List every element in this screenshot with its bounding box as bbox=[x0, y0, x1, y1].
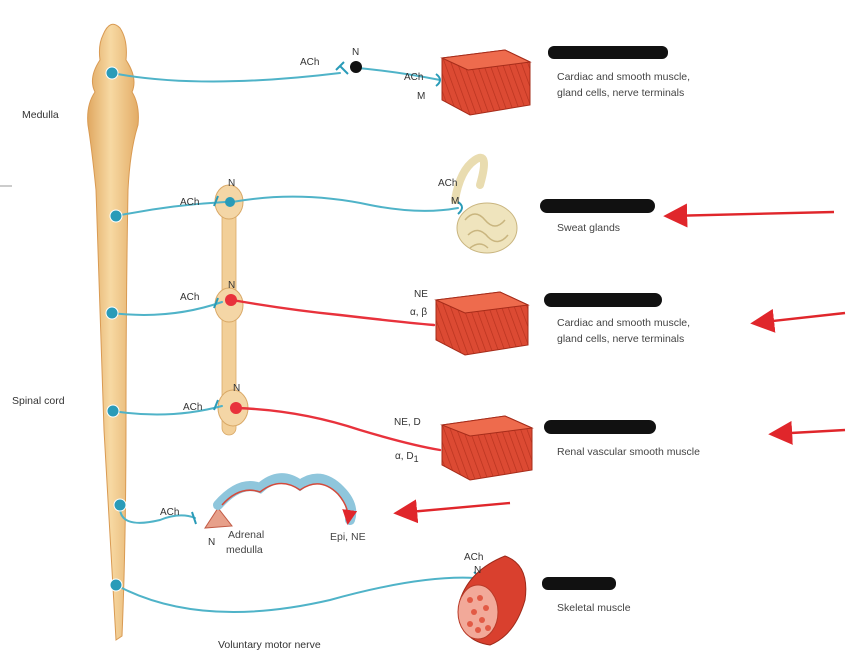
p5-organ-label-line1: Adrenal bbox=[228, 529, 264, 541]
p3-target-transmitter: NE bbox=[414, 289, 428, 300]
p3-ganglion-receptor: N bbox=[228, 280, 235, 291]
skeletal-muscle bbox=[457, 555, 527, 646]
p6-description: Skeletal muscle bbox=[557, 602, 631, 614]
p5-pre-transmitter: ACh bbox=[160, 507, 179, 518]
p1-pre-transmitter: ACh bbox=[300, 57, 319, 68]
p2-target-receptor: M bbox=[451, 196, 459, 207]
p4-ganglion-receptor: N bbox=[233, 383, 240, 394]
p4-description: Renal vascular smooth muscle bbox=[557, 446, 700, 458]
p1-target-receptor: M bbox=[417, 91, 425, 102]
ganglion-neurons bbox=[225, 61, 362, 414]
p5-organ-label-line2: medulla bbox=[226, 544, 263, 556]
spinal-cord bbox=[87, 23, 139, 641]
p1-description-line1: Cardiac and smooth muscle, bbox=[557, 71, 690, 83]
p3-description-line1: Cardiac and smooth muscle, bbox=[557, 317, 690, 329]
p4-pre-transmitter: ACh bbox=[183, 402, 202, 413]
spinal-cord-label: Spinal cord bbox=[12, 395, 65, 407]
p2-ganglion-receptor: N bbox=[228, 178, 235, 189]
p3-target-receptor: α, β bbox=[410, 307, 427, 318]
p5-release-label: Epi, NE bbox=[330, 531, 366, 543]
sympathetic-chain bbox=[214, 184, 249, 436]
p4-target-transmitter: NE, D bbox=[394, 417, 421, 428]
nerve-fibers bbox=[111, 67, 476, 613]
p4-target-receptor: α, D1 bbox=[395, 451, 419, 464]
p6-target-transmitter: ACh bbox=[464, 552, 483, 563]
p1-target-transmitter: ACh bbox=[404, 72, 423, 83]
p1-ganglion-receptor: N bbox=[352, 47, 359, 58]
p2-description: Sweat glands bbox=[557, 222, 620, 234]
p1-description-line2: gland cells, nerve terminals bbox=[557, 87, 684, 99]
cardiac-smooth-muscle-top bbox=[440, 49, 532, 116]
cardiac-smooth-muscle-middle bbox=[434, 291, 530, 356]
p3-description-line2: gland cells, nerve terminals bbox=[557, 333, 684, 345]
p2-target-transmitter: ACh bbox=[438, 178, 457, 189]
p2-pre-transmitter: ACh bbox=[180, 197, 199, 208]
p3-pre-transmitter: ACh bbox=[180, 292, 199, 303]
sweat-gland bbox=[451, 153, 518, 254]
renal-vascular-smooth-muscle bbox=[440, 415, 534, 481]
redaction-bars bbox=[540, 46, 668, 590]
p5-ganglion-receptor: N bbox=[208, 537, 215, 548]
p6-target-receptor: N bbox=[474, 565, 481, 576]
medulla-label: Medulla bbox=[22, 109, 59, 121]
cell-bodies bbox=[105, 66, 127, 592]
annotation-arrows bbox=[393, 203, 846, 524]
voluntary-motor-nerve-label: Voluntary motor nerve bbox=[218, 639, 321, 651]
adrenal-medulla bbox=[204, 473, 358, 529]
